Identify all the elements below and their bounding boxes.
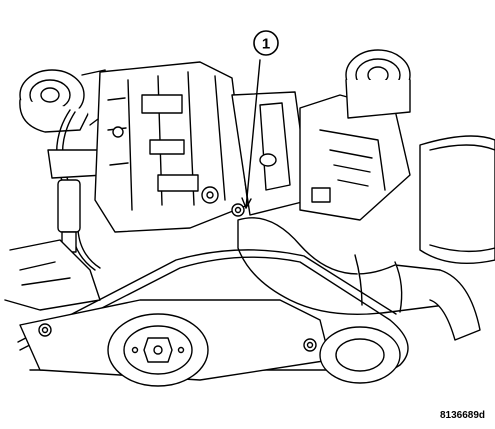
idler-pulley-upper-left <box>19 69 111 133</box>
engine-block-left <box>4 239 101 311</box>
intake-body <box>299 94 411 221</box>
alternator-bracket <box>231 91 311 217</box>
idler-pulley-upper-right <box>345 49 411 119</box>
coolant-hose <box>237 217 481 341</box>
callout-leader <box>241 59 261 209</box>
figure-id: 8136689d <box>439 410 485 421</box>
crank-pulley <box>107 313 209 387</box>
alternator <box>94 61 249 233</box>
callout-1: 1 <box>253 30 279 56</box>
callout-1-label: 1 <box>262 36 270 53</box>
oil-filter <box>419 135 495 265</box>
idler-pulley-lower <box>319 326 401 384</box>
